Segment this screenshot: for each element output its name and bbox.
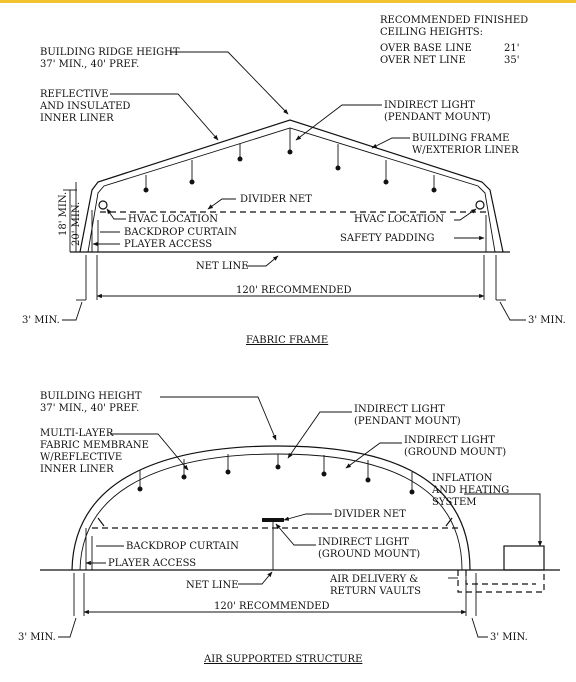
air-min-right: 3' MIN.: [490, 632, 528, 643]
air-ground-light-1b: (GROUND MOUNT): [404, 447, 506, 458]
liner-label-3: INNER LINER: [40, 113, 114, 124]
air-divider-net-label: DIVIDER NET: [334, 509, 406, 520]
height-18-min: 18' MIN.: [58, 192, 69, 236]
fabric-min-right: 3' MIN.: [528, 315, 566, 326]
membrane-label-1: MULTI-LAYER: [40, 428, 114, 439]
vaults-label-2: RETURN VAULTS: [330, 586, 421, 597]
fabric-net-line-label: NET LINE: [196, 261, 249, 272]
ceiling-heading-1: RECOMMENDED FINISHED: [380, 15, 528, 26]
air-ground-light-2b: (GROUND MOUNT): [318, 549, 420, 560]
over-base-line-value: 21': [504, 43, 519, 54]
air-side-lamp-right: [445, 517, 453, 527]
over-net-line-label: OVER NET LINE: [380, 55, 466, 66]
air-height-value: 37' MIN., 40' PREF.: [40, 403, 139, 414]
fabric-player-access-label: PLAYER ACCESS: [124, 239, 212, 250]
air-player-access-label: PLAYER ACCESS: [108, 558, 196, 569]
fabric-hvac-right-label: HVAC LOCATION: [354, 214, 444, 225]
air-height-label: BUILDING HEIGHT: [40, 391, 142, 402]
fabric-divider-net-label: DIVIDER NET: [240, 194, 312, 205]
air-width-label: 120' RECOMMENDED: [214, 601, 330, 612]
fabric-width-label: 120' RECOMMENDED: [236, 285, 352, 296]
fabric-hvac-left-label: HVAC LOCATION: [128, 214, 218, 225]
liner-label-2: AND INSULATED: [39, 101, 130, 112]
building-frame-label-2: W/EXTERIOR LINER: [412, 145, 519, 156]
fabric-hvac-left: [98, 200, 108, 210]
fabric-pendant-lights: [143, 128, 437, 193]
fabric-safety-padding-label: SAFETY PADDING: [340, 233, 435, 244]
pendant-light-label-1: INDIRECT LIGHT: [384, 100, 475, 111]
inflation-label-2: AND HEATING: [431, 485, 509, 496]
air-vault-1: [457, 570, 545, 593]
fabric-min-left: 3' MIN.: [22, 315, 60, 326]
membrane-label-4: INNER LINER: [40, 464, 114, 475]
fabric-backdrop-label: BACKDROP CURTAIN: [124, 227, 237, 238]
air-ground-light-2a: INDIRECT LIGHT: [318, 537, 409, 548]
air-pendant-label-1: INDIRECT LIGHT: [354, 404, 445, 415]
fabric-hvac-right: [475, 200, 485, 210]
over-net-line-value: 35': [504, 55, 519, 66]
liner-label-1: REFLECTIVE: [40, 89, 109, 100]
fabric-frame-title: FABRIC FRAME: [246, 335, 328, 346]
air-supported-title: AIR SUPPORTED STRUCTURE: [203, 654, 362, 665]
membrane-label-2: FABRIC MEMBRANE: [40, 440, 149, 451]
air-dome-outer: [71, 445, 471, 571]
inflation-label-1: INFLATION: [432, 473, 493, 484]
air-ground-mount-fixture: [262, 518, 284, 522]
inflation-system-box: [503, 545, 545, 571]
air-backdrop-label: BACKDROP CURTAIN: [126, 541, 239, 552]
building-frame-label-1: BUILDING FRAME: [412, 133, 509, 144]
air-net-line-label: NET LINE: [186, 580, 239, 591]
vaults-label-1: AIR DELIVERY &: [329, 574, 418, 585]
air-side-lamp-left: [97, 517, 105, 527]
ridge-height-value: 37' MIN., 40' PREF.: [40, 59, 139, 70]
air-pendant-label-2: (PENDANT MOUNT): [354, 416, 461, 427]
fabric-outer-frame: [79, 119, 504, 253]
height-20-min: 20' MIN.: [71, 202, 82, 246]
top-accent-bar: [0, 0, 576, 3]
fabric-frame-drawing: [62, 51, 526, 321]
membrane-label-3: W/REFLECTIVE: [40, 452, 122, 463]
air-min-left: 3' MIN.: [18, 632, 56, 643]
inflation-label-3: SYSTEM: [432, 497, 477, 508]
air-supported-drawing: [40, 396, 560, 638]
ridge-height-label: BUILDING RIDGE HEIGHT: [40, 47, 180, 58]
air-ground-light-1a: INDIRECT LIGHT: [404, 435, 495, 446]
air-vault-2: [465, 570, 536, 585]
over-base-line-label: OVER BASE LINE: [380, 43, 472, 54]
ceiling-heading-2: CEILING HEIGHTS:: [380, 27, 483, 38]
pendant-light-label-2: (PENDANT MOUNT): [384, 112, 491, 123]
air-pendant-lights: [137, 454, 415, 495]
